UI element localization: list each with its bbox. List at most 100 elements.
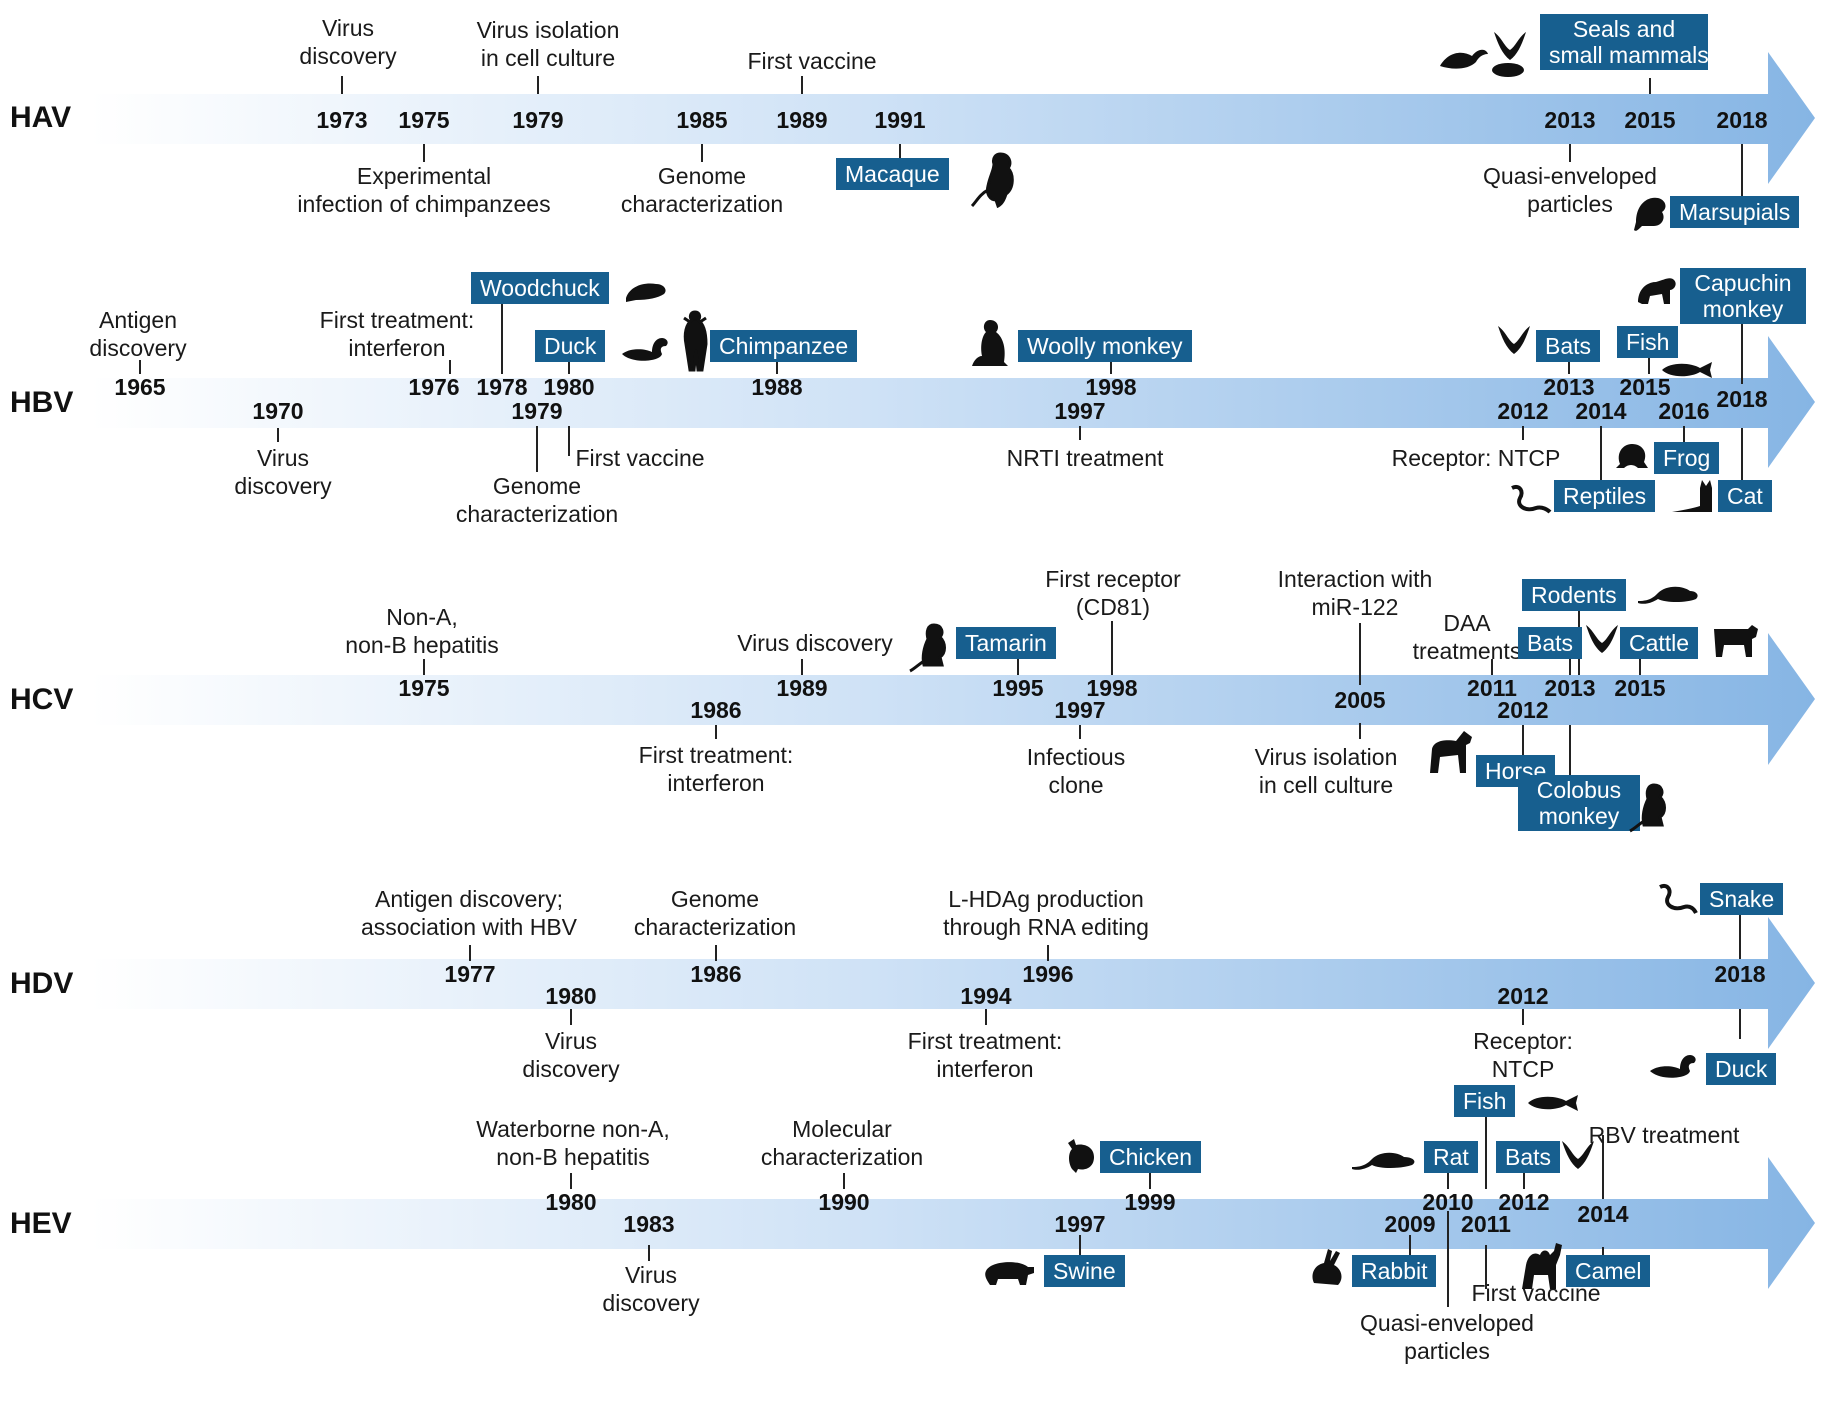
host-box-chimpanzee: Chimpanzee [710,330,858,362]
hdv-label: HDV [10,967,74,1000]
event-tick [1522,426,1524,440]
year-label: 1988 [751,374,803,400]
duck-icon [622,338,668,361]
camel-icon [1522,1243,1562,1289]
year-label: 1979 [512,107,564,133]
year-label: 1975 [398,107,450,133]
year-label: 1994 [960,983,1012,1009]
event-tick [843,1173,845,1189]
event-tick [715,725,717,739]
event-label: Infectious clone [1026,744,1126,798]
year-label: 1977 [444,961,496,987]
host-tick [1600,426,1602,482]
year-label: 2010 [1422,1189,1474,1215]
event-label: Interaction with miR-122 [1277,566,1433,620]
year-label: 1978 [476,374,528,400]
event-tick [537,76,539,94]
host-tick [1648,356,1650,374]
host-tick [1079,1235,1081,1259]
year-label: 2016 [1658,398,1710,424]
duck-icon [1650,1055,1696,1078]
year-label: 1975 [398,675,450,701]
year-label: 1986 [690,697,742,723]
event-label: Antigen discovery; association with HBV [360,886,578,940]
event-label: Experimental infection of chimpanzees [297,163,551,217]
event-label: Virus discovery [234,445,332,499]
host-tick [1741,144,1743,196]
event-tick [1111,621,1113,675]
year-label: 2015 [1624,107,1676,133]
year-label: 2005 [1334,687,1386,713]
hav-timeline-arrow [90,52,1815,184]
bat-icon [1586,625,1618,653]
year-label: 1980 [545,983,597,1009]
host-tick [1523,1171,1525,1189]
year-label: 1970 [252,398,304,424]
host-tick [568,358,570,374]
hbv-row: HBV 1965 1976 1978 1980 1988 1998 2013 2… [0,250,1825,535]
year-label: 2018 [1716,107,1768,133]
event-tick [423,144,425,162]
year-label: 2012 [1497,983,1549,1009]
host-box-woodchuck: Woodchuck [471,272,609,304]
host-tick [1602,1247,1604,1259]
host-box-macaque: Macaque [836,158,949,190]
bat-icon [1498,326,1530,354]
event-label: Receptor: NTCP [1391,445,1561,471]
hcv-label: HCV [10,683,74,716]
event-tick [1491,659,1493,675]
hev-timeline-arrow [90,1157,1815,1289]
host-box-cattle: Cattle [1620,627,1699,659]
bat-icon [1562,1141,1594,1169]
event-tick [1079,725,1081,739]
event-label: First vaccine [747,48,877,74]
event-label: First receptor (CD81) [1045,566,1181,620]
woodchuck-icon [626,283,666,302]
host-tick [1409,1235,1411,1259]
cat-icon [1672,480,1712,512]
fish-icon [1528,1095,1578,1111]
year-label: 1991 [874,107,926,133]
event-label: Genome characterization [620,163,784,217]
event-tick [449,360,451,374]
seal-icon [1440,49,1488,69]
year-label: 1989 [776,675,828,701]
year-label: 1979 [511,398,563,424]
host-tick [1739,1009,1741,1039]
swine-icon [985,1262,1034,1285]
year-label: 2012 [1497,697,1549,723]
host-tick [1739,913,1741,959]
event-label: First treatment: interferon [907,1028,1063,1082]
year-label: 2018 [1716,386,1768,412]
event-label: First treatment: interferon [638,742,794,796]
year-label: 2013 [1544,107,1596,133]
event-tick [1047,945,1049,961]
host-tick [1149,1171,1151,1189]
event-tick [985,1009,987,1025]
host-box-rat: Rat [1424,1141,1478,1173]
host-box-fish: Fish [1617,326,1679,358]
year-label: 1997 [1054,398,1106,424]
year-label: 1976 [408,374,460,400]
host-tick [776,358,778,374]
event-label: Genome characterization [455,473,619,527]
year-label: 1980 [543,374,595,400]
event-label: Virus isolation in cell culture [476,17,620,71]
event-label: NRTI treatment [1006,445,1164,471]
host-tick [1683,426,1685,448]
rabbit-icon [1312,1249,1342,1285]
hbv-timeline-arrow [90,336,1815,468]
host-box-snake: Snake [1700,883,1784,915]
host-tick [1017,659,1019,675]
host-box-capuchin: Capuchin monkey [1680,268,1806,324]
event-label: First vaccine [575,445,705,471]
year-label: 1973 [316,107,368,133]
host-box-marsupials: Marsupials [1670,196,1800,228]
event-label: Non-A, non-B hepatitis [345,604,499,658]
year-label: 1989 [776,107,828,133]
event-label: Genome characterization [633,886,797,940]
event-tick [1485,1245,1487,1289]
year-label: 2013 [1543,374,1595,400]
year-label: 1965 [114,374,166,400]
event-label: Molecular characterization [760,1116,924,1170]
